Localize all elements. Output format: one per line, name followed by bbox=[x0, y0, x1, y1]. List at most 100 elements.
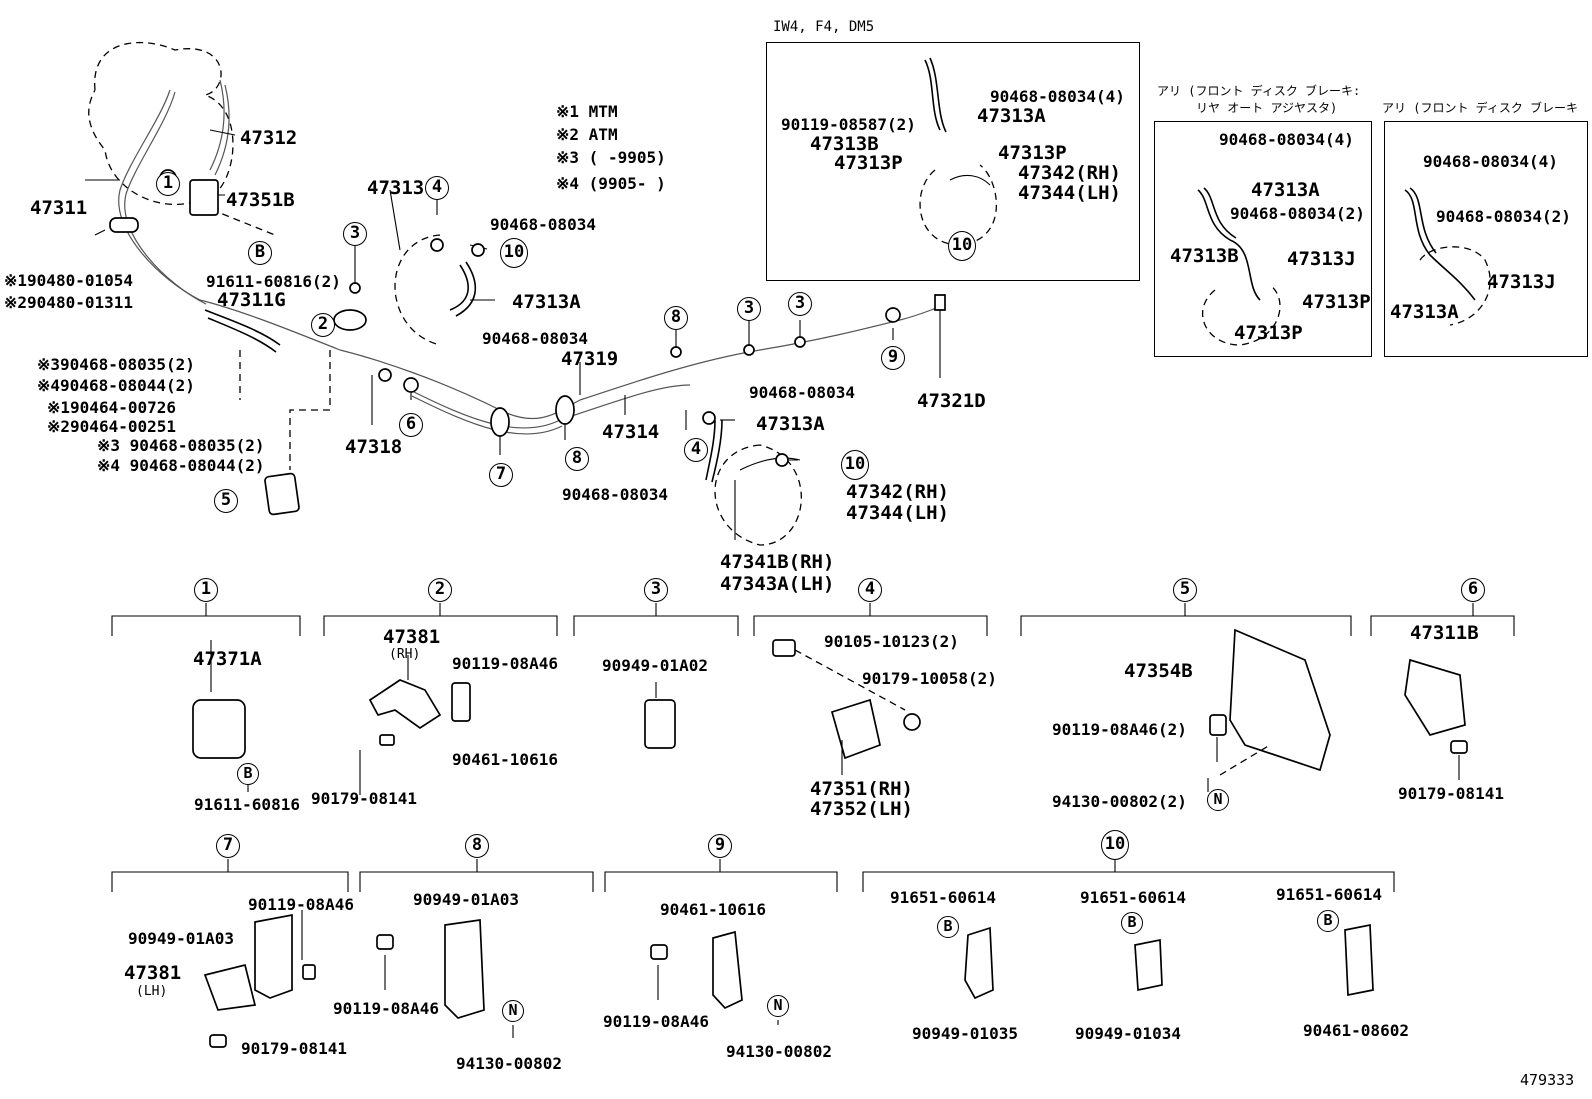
g8-marker-n: N bbox=[502, 1000, 524, 1022]
inset2-47313b: 47313B bbox=[1170, 245, 1239, 267]
inset2-title-line1: アリ (フロント ディスク ブレーキ: bbox=[1157, 84, 1361, 98]
g2-47381: 47381 bbox=[383, 626, 441, 648]
part-47311g: 47311G bbox=[217, 289, 286, 311]
group-8-number: 8 bbox=[465, 834, 489, 858]
g8-90119-08a46: 90119-08A46 bbox=[333, 999, 439, 1018]
master-cylinder-outline bbox=[88, 41, 234, 205]
g5-marker-n: N bbox=[1207, 789, 1229, 811]
g7-90949-01a03: 90949-01A03 bbox=[128, 929, 234, 948]
g7-90119-08a46: 90119-08A46 bbox=[248, 895, 354, 914]
part-90468-08044-2b: ※4 90468-08044(2) bbox=[97, 456, 265, 475]
part-47351b: 47351B bbox=[226, 189, 295, 211]
g10-marker-b-3: B bbox=[1317, 910, 1339, 932]
g1-marker-b: B bbox=[237, 763, 259, 785]
part-90468-08044-2: ※490468-08044(2) bbox=[37, 376, 195, 395]
g2-rh: (RH) bbox=[389, 647, 421, 662]
part-90468-08034-d: 90468-08034 bbox=[562, 485, 668, 504]
note-4: ※4 (9905- ) bbox=[556, 174, 666, 193]
g10-91651-60614-b: 91651-60614 bbox=[1080, 888, 1186, 907]
marker-8-a: 8 bbox=[565, 447, 589, 471]
g9-90461-10616: 90461-10616 bbox=[660, 900, 766, 919]
part-47314: 47314 bbox=[602, 421, 660, 443]
g10-91651-60614-a: 91651-60614 bbox=[890, 888, 996, 907]
group-5-number: 5 bbox=[1173, 578, 1197, 602]
g2-90119-08a46: 90119-08A46 bbox=[452, 654, 558, 673]
group-2-number: 2 bbox=[428, 578, 452, 602]
inset1-47342-rh: 47342(RH) bbox=[1018, 162, 1121, 184]
g7-lh: (LH) bbox=[136, 984, 168, 999]
inset3-47313j: 47313J bbox=[1487, 271, 1556, 293]
g4-90105-10123-2: 90105-10123(2) bbox=[824, 632, 959, 651]
g3-90949-01a02: 90949-01A02 bbox=[602, 656, 708, 675]
marker-9: 9 bbox=[881, 346, 905, 370]
g9-90119-08a46: 90119-08A46 bbox=[603, 1012, 709, 1031]
g8-94130-00802: 94130-00802 bbox=[456, 1054, 562, 1073]
inset1-90468-08034-4: 90468-08034(4) bbox=[990, 87, 1125, 106]
part-47312: 47312 bbox=[240, 127, 298, 149]
marker-6: 6 bbox=[399, 413, 423, 437]
inset3-90468-08034-4: 90468-08034(4) bbox=[1423, 152, 1558, 171]
part-90468-08035-2: ※390468-08035(2) bbox=[37, 355, 195, 374]
marker-7: 7 bbox=[489, 463, 513, 487]
inset2-47313p-a: 47313P bbox=[1302, 291, 1371, 313]
group-3-number: 3 bbox=[644, 578, 668, 602]
g5-47354b: 47354B bbox=[1124, 660, 1193, 682]
marker-10-a: 10 bbox=[500, 238, 528, 268]
marker-4-b: 4 bbox=[684, 438, 708, 462]
g10-90949-01035: 90949-01035 bbox=[912, 1024, 1018, 1043]
note-1: ※1 MTM bbox=[556, 102, 618, 121]
inset1-title: IW4, F4, DM5 bbox=[773, 19, 875, 35]
part-47311: 47311 bbox=[30, 197, 88, 219]
part-47313a-a: 47313A bbox=[512, 291, 581, 313]
part-47344-lh: 47344(LH) bbox=[846, 502, 949, 524]
inset1-47344-lh: 47344(LH) bbox=[1018, 182, 1121, 204]
marker-3-a: 3 bbox=[343, 222, 367, 246]
g2-90461-10616: 90461-10616 bbox=[452, 750, 558, 769]
g4-47352-lh: 47352(LH) bbox=[810, 798, 913, 820]
marker-4-a: 4 bbox=[425, 176, 449, 200]
part-90464-00251: ※290464-00251 bbox=[47, 417, 176, 436]
g6-47311b: 47311B bbox=[1410, 622, 1479, 644]
g9-marker-n: N bbox=[767, 995, 789, 1017]
g9-94130-00802: 94130-00802 bbox=[726, 1042, 832, 1061]
g7-47381: 47381 bbox=[124, 962, 182, 984]
group-7-number: 7 bbox=[216, 834, 240, 858]
inset2-47313j: 47313J bbox=[1287, 248, 1356, 270]
inset1-47313p-a: 47313P bbox=[834, 152, 903, 174]
part-90468-08035-2b: ※3 90468-08035(2) bbox=[97, 436, 265, 455]
part-90480-01054: ※190480-01054 bbox=[4, 271, 133, 290]
marker-b: B bbox=[248, 241, 272, 265]
inset3-frame bbox=[1384, 121, 1588, 357]
inset2-frame bbox=[1154, 121, 1372, 357]
g2-90179-08141: 90179-08141 bbox=[311, 789, 417, 808]
part-90480-01311: ※290480-01311 bbox=[4, 293, 133, 312]
group-9-number: 9 bbox=[708, 834, 732, 858]
inset1-90119-08587-2: 90119-08587(2) bbox=[781, 115, 916, 134]
inset1-47313b: 47313B bbox=[810, 133, 879, 155]
inset1-frame bbox=[766, 42, 1140, 281]
g10-marker-b-2: B bbox=[1121, 912, 1143, 934]
marker-2: 2 bbox=[311, 313, 335, 337]
inset3-47313a: 47313A bbox=[1390, 301, 1459, 323]
group-1-number: 1 bbox=[194, 578, 218, 602]
part-47343a-lh: 47343A(LH) bbox=[720, 573, 835, 595]
marker-1: 1 bbox=[156, 172, 180, 196]
g7-90179-08141: 90179-08141 bbox=[241, 1039, 347, 1058]
marker-8-b: 8 bbox=[664, 306, 688, 330]
g10-90949-01034: 90949-01034 bbox=[1075, 1024, 1181, 1043]
g10-90461-08602: 90461-08602 bbox=[1303, 1021, 1409, 1040]
part-47341b-rh: 47341B(RH) bbox=[720, 551, 835, 573]
inset2-title-line2: リヤ オート アジヤスタ) bbox=[1196, 101, 1338, 115]
part-47313a-b: 47313A bbox=[756, 413, 825, 435]
inset2-47313a: 47313A bbox=[1251, 179, 1320, 201]
group-10-number: 10 bbox=[1101, 830, 1129, 860]
brake-pipe-47319 bbox=[118, 89, 946, 420]
inset1-47313p-b: 47313P bbox=[998, 142, 1067, 164]
note-2: ※2 ATM bbox=[556, 125, 618, 144]
marker-10-b: 10 bbox=[841, 450, 869, 480]
g10-91651-60614-c: 91651-60614 bbox=[1276, 885, 1382, 904]
group-brackets bbox=[111, 603, 1515, 892]
marker-3-b: 3 bbox=[737, 297, 761, 321]
